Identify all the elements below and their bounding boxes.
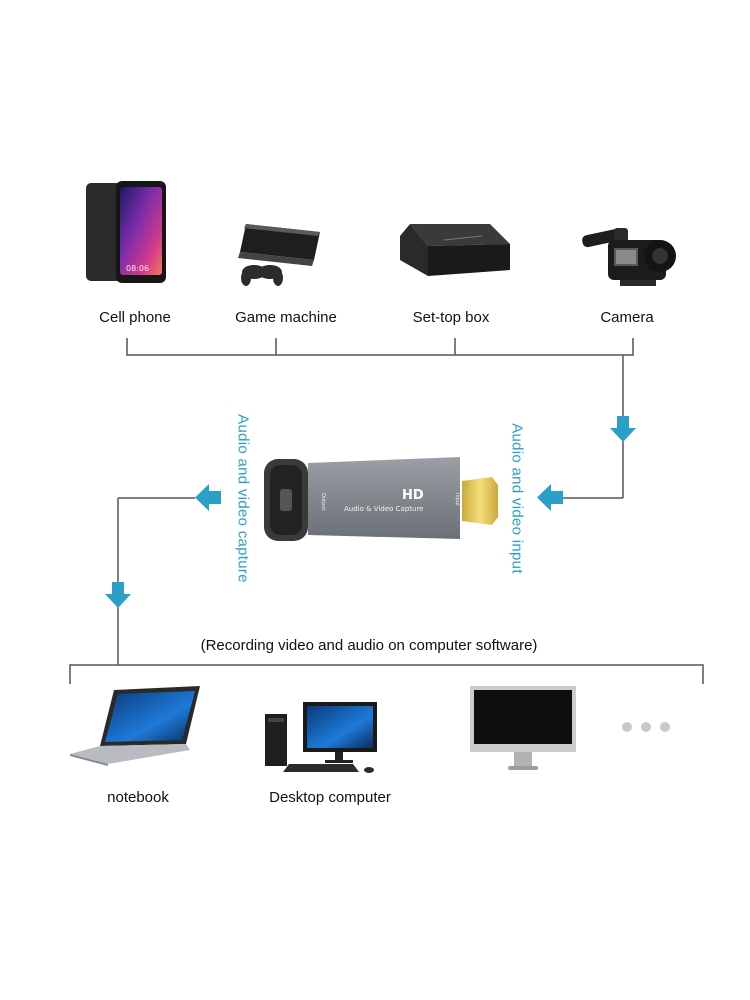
input-label: Audio and video input [508, 423, 526, 574]
source-label-camera: Camera [600, 309, 654, 326]
source-label-cell-phone: Cell phone [99, 309, 171, 326]
arrow-left-output [195, 484, 221, 511]
flow-arrows [105, 416, 636, 608]
svg-text:08:06: 08:06 [126, 264, 149, 273]
video-camera-icon [582, 228, 676, 286]
target-label-notebook: notebook [107, 789, 169, 806]
device-hd-badge: HD [402, 488, 424, 503]
device-input-port: Input [454, 493, 460, 506]
capture-label: Audio and video capture [234, 414, 252, 583]
arrow-left-input [537, 484, 563, 511]
cell-phone-icon: 08:06 [86, 181, 166, 283]
device-name: Audio & Video Capture [344, 505, 423, 513]
recording-note: (Recording video and audio on computer s… [200, 637, 538, 654]
more-dots-icon [622, 722, 670, 732]
arrow-down-left [105, 582, 131, 608]
set-top-box-icon [400, 224, 510, 276]
laptop-icon [70, 686, 200, 766]
source-label-set-top-box: Set-top box [412, 309, 490, 326]
monitor-icon [470, 686, 576, 770]
capture-device: HD Audio & Video Capture Output Input [264, 457, 498, 541]
desktop-computer-icon [265, 702, 377, 773]
device-output-port: Output [320, 493, 326, 510]
source-label-game-machine: Game machine [235, 309, 337, 326]
arrow-down-right [610, 416, 636, 442]
target-label-desktop: Desktop computer [269, 789, 391, 806]
game-console-icon [238, 224, 320, 286]
